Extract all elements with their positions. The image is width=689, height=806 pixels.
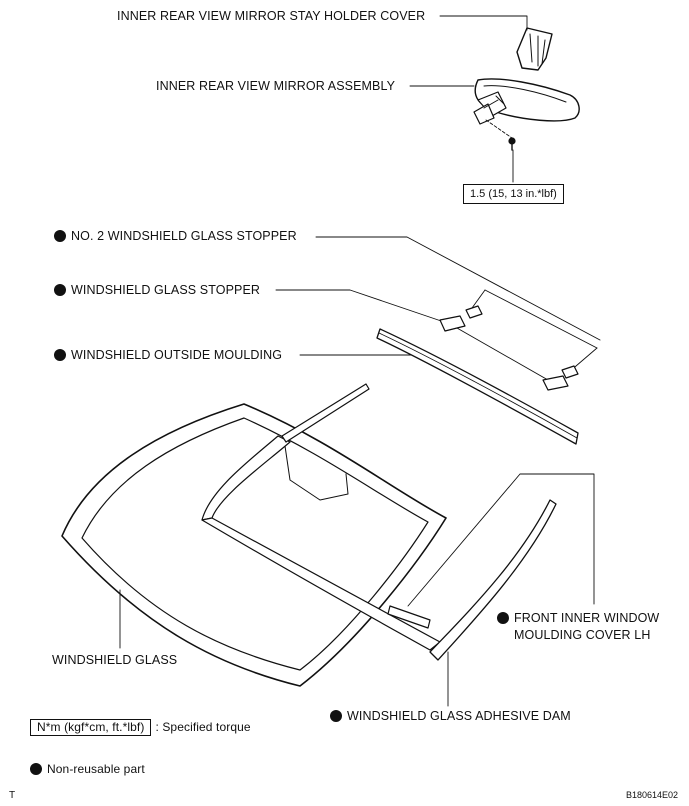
inner-moulding-cover-part xyxy=(387,499,557,661)
adhesive-dam-part xyxy=(201,383,441,651)
label-adhesive-dam-text: WINDSHIELD GLASS ADHESIVE DAM xyxy=(347,709,571,723)
footer-mark: T xyxy=(9,790,16,801)
non-reusable-dot-icon xyxy=(54,230,66,242)
label-glass-stopper: WINDSHIELD GLASS STOPPER xyxy=(54,283,260,298)
label-glass-stopper-text: WINDSHIELD GLASS STOPPER xyxy=(71,283,261,297)
non-reusable-dot-icon xyxy=(54,284,66,296)
no2-glass-stopper-parts xyxy=(465,305,579,379)
label-no2-glass-stopper: NO. 2 WINDSHIELD GLASS STOPPER xyxy=(54,229,297,244)
outside-moulding-part xyxy=(376,328,579,445)
label-outside-moulding: WINDSHIELD OUTSIDE MOULDING xyxy=(54,348,282,363)
rear-view-mirror-part xyxy=(473,78,580,125)
torque-spec-box: 1.5 (15, 13 in.*lbf) xyxy=(463,184,564,204)
label-adhesive-dam: WINDSHIELD GLASS ADHESIVE DAM xyxy=(330,709,571,724)
mounting-screw xyxy=(508,137,516,151)
stay-holder-cover-part xyxy=(516,27,553,71)
label-inner-moulding-cover-line2: MOULDING COVER LH xyxy=(514,628,651,642)
label-mirror-assembly: INNER REAR VIEW MIRROR ASSEMBLY xyxy=(156,79,396,93)
label-inner-cover-line1: FRONT INNER WINDOW xyxy=(514,611,660,625)
figure-id: B180614E02 xyxy=(626,790,679,800)
label-windshield-glass: WINDSHIELD GLASS xyxy=(52,653,178,667)
label-outside-moulding-text: WINDSHIELD OUTSIDE MOULDING xyxy=(71,348,283,362)
legend-torque-desc: : Specified torque xyxy=(155,720,251,734)
non-reusable-dot-icon xyxy=(30,763,42,775)
label-no2-glass-stopper-text: NO. 2 WINDSHIELD GLASS STOPPER xyxy=(71,229,297,243)
legend-non-reusable-text: Non-reusable part xyxy=(47,762,145,776)
label-stay-holder-cover: INNER REAR VIEW MIRROR STAY HOLDER COVER xyxy=(117,9,426,23)
non-reusable-dot-icon xyxy=(497,612,509,624)
legend-torque: N*m (kgf*cm, ft.*lbf): Specified torque xyxy=(30,719,251,736)
non-reusable-dot-icon xyxy=(330,710,342,722)
glass-stopper-parts xyxy=(439,315,569,391)
non-reusable-dot-icon xyxy=(54,349,66,361)
label-inner-moulding-cover: FRONT INNER WINDOW xyxy=(497,611,659,626)
legend-torque-unit: N*m (kgf*cm, ft.*lbf) xyxy=(30,719,152,736)
legend-non-reusable: Non-reusable part xyxy=(30,762,145,777)
